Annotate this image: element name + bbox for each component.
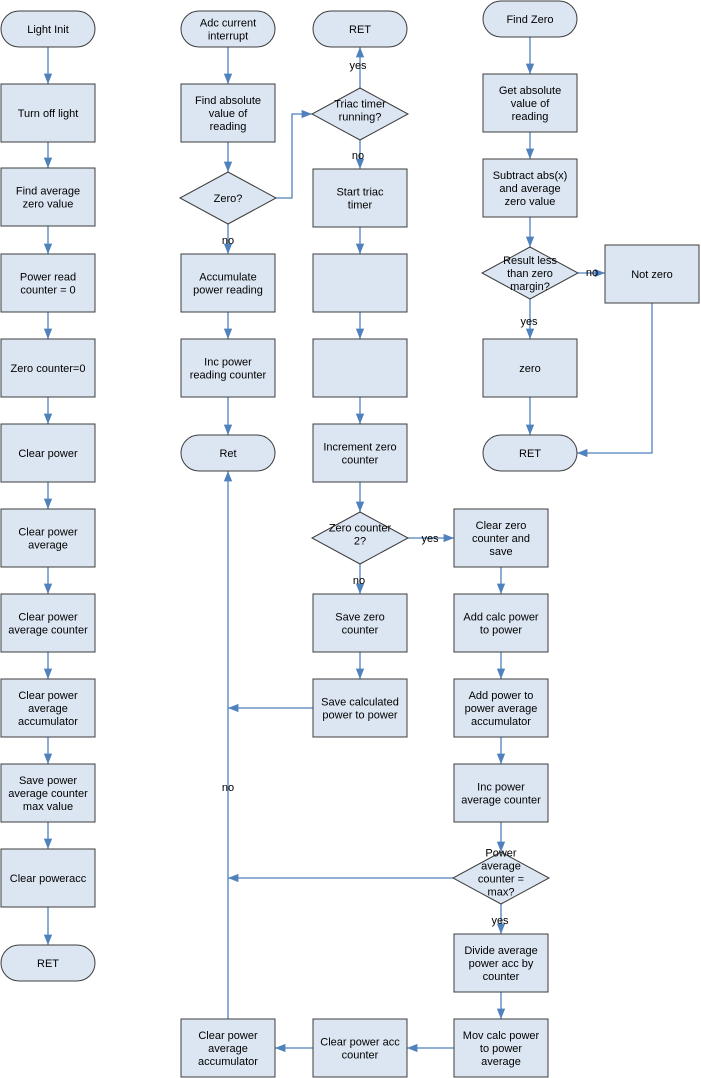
node-label: RET bbox=[519, 448, 541, 460]
node-label: Light Init bbox=[27, 24, 69, 36]
node-label: Clear poweracc bbox=[10, 873, 87, 885]
node-turn-off-light: Turn off light bbox=[0, 83, 96, 143]
node-ret-4: RET bbox=[482, 434, 578, 472]
node-ret-2: Ret bbox=[180, 434, 276, 472]
edge-label-no: no bbox=[352, 150, 364, 162]
edge-label-yes: yes bbox=[349, 60, 367, 72]
node-label: Zero? bbox=[214, 193, 243, 205]
node-blank-2 bbox=[312, 338, 408, 398]
edge-label-no: no bbox=[222, 782, 234, 794]
node-label: Clear power bbox=[18, 448, 78, 460]
node-ret-3: RET bbox=[312, 10, 408, 48]
node-find-zero: Find Zero bbox=[482, 0, 578, 38]
node-ret-1: RET bbox=[0, 944, 96, 982]
node-label: RET bbox=[37, 958, 59, 970]
edge-label-yes: yes bbox=[520, 316, 538, 328]
node-label: Not zero bbox=[631, 269, 673, 281]
node-light-init: Light Init bbox=[0, 10, 96, 48]
edge-label-no: no bbox=[586, 267, 598, 279]
edge-label-yes: yes bbox=[421, 533, 439, 545]
node-zero-counter-0: Zero counter=0 bbox=[0, 338, 96, 398]
node-label: Find Zero bbox=[506, 14, 553, 26]
edge-label-no: no bbox=[353, 575, 365, 587]
node-clear-poweracc: Clear poweracc bbox=[0, 848, 96, 908]
edge-label-no: no bbox=[222, 235, 234, 247]
node-zero-q: Zero? bbox=[178, 171, 278, 225]
node-clear-power: Clear power bbox=[0, 423, 96, 483]
flow-arrow bbox=[276, 109, 312, 199]
node-zero: zero bbox=[482, 338, 578, 398]
node-label: zero bbox=[519, 363, 540, 375]
node-label: RET bbox=[349, 24, 371, 36]
node-blank-1 bbox=[312, 253, 408, 313]
edge-label-yes: yes bbox=[491, 915, 509, 927]
node-label: Turn off light bbox=[18, 108, 79, 120]
node-label: Ret bbox=[219, 448, 236, 460]
node-not-zero: Not zero bbox=[604, 244, 700, 304]
flow-arrow bbox=[577, 303, 653, 458]
node-label: Zero counter=0 bbox=[11, 363, 86, 375]
